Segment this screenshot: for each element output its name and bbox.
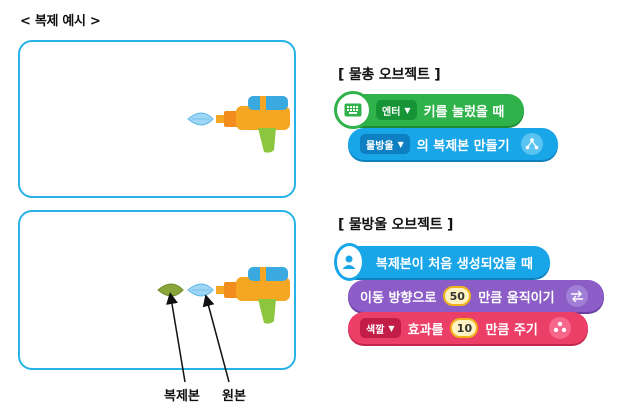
stage-preview-original <box>18 40 296 198</box>
drop-object-title: [ 물방울 오브젝트 ] <box>338 217 454 233</box>
move-amount-input[interactable]: 50 <box>443 286 472 306</box>
clone-target-dropdown[interactable]: 물방울▼ <box>360 134 410 154</box>
keyboard-icon <box>334 91 372 129</box>
water-drop-original <box>187 112 214 126</box>
effect-dropdown-value: 색깔 <box>366 324 385 336</box>
effect-amount-input[interactable]: 10 <box>450 318 479 338</box>
water-drop-original <box>187 283 214 297</box>
caption-original: 원본 <box>222 389 246 404</box>
when-clone-starts-block[interactable]: 복제본이 처음 생성되었을 때 <box>334 243 550 281</box>
water-gun <box>216 96 290 153</box>
gun-object-title: [ 물총 오브젝트 ] <box>338 67 441 83</box>
when-key-pressed-block[interactable]: 엔터▼ 키를 눌렀을 때 <box>334 91 524 129</box>
water-gun-scene-clone <box>157 267 290 324</box>
clone-target-value: 물방울 <box>366 140 394 152</box>
key-dropdown-value: 엔터 <box>382 106 401 118</box>
water-drop-clone <box>157 283 184 297</box>
create-clone-text: 의 복제본 만들기 <box>416 138 510 154</box>
when-clone-starts-text: 복제본이 처음 생성되었을 때 <box>375 256 533 272</box>
clone-person-icon <box>334 243 365 281</box>
change-effect-suffix: 만큼 주기 <box>485 322 538 338</box>
effect-dropdown[interactable]: 색깔▼ <box>360 318 401 338</box>
water-gun <box>216 267 290 324</box>
move-forward-block[interactable]: 이동 방향으로 50 만큼 움직이기 <box>348 280 604 312</box>
water-gun-scene <box>187 96 290 153</box>
dropdown-arrow-icon: ▼ <box>397 139 404 149</box>
stage-preview-clone <box>18 210 296 370</box>
move-arrows-icon <box>565 285 588 307</box>
diagram-heading: < 복제 예시 > <box>20 14 101 29</box>
flow-icon <box>520 133 543 155</box>
change-effect-label: 효과를 <box>407 322 444 338</box>
dropdown-arrow-icon: ▼ <box>388 323 395 333</box>
key-dropdown[interactable]: 엔터▼ <box>376 100 417 120</box>
change-effect-block[interactable]: 색깔▼ 효과를 10 만큼 주기 <box>348 312 588 344</box>
when-key-text: 키를 눌렀을 때 <box>423 104 505 120</box>
caption-clone: 복제본 <box>164 389 200 404</box>
dropdown-arrow-icon: ▼ <box>404 105 411 115</box>
move-forward-suffix: 만큼 움직이기 <box>478 290 555 306</box>
move-forward-label: 이동 방향으로 <box>360 290 437 306</box>
looks-icon <box>548 317 571 339</box>
create-clone-block[interactable]: 물방울▼ 의 복제본 만들기 <box>348 128 558 160</box>
